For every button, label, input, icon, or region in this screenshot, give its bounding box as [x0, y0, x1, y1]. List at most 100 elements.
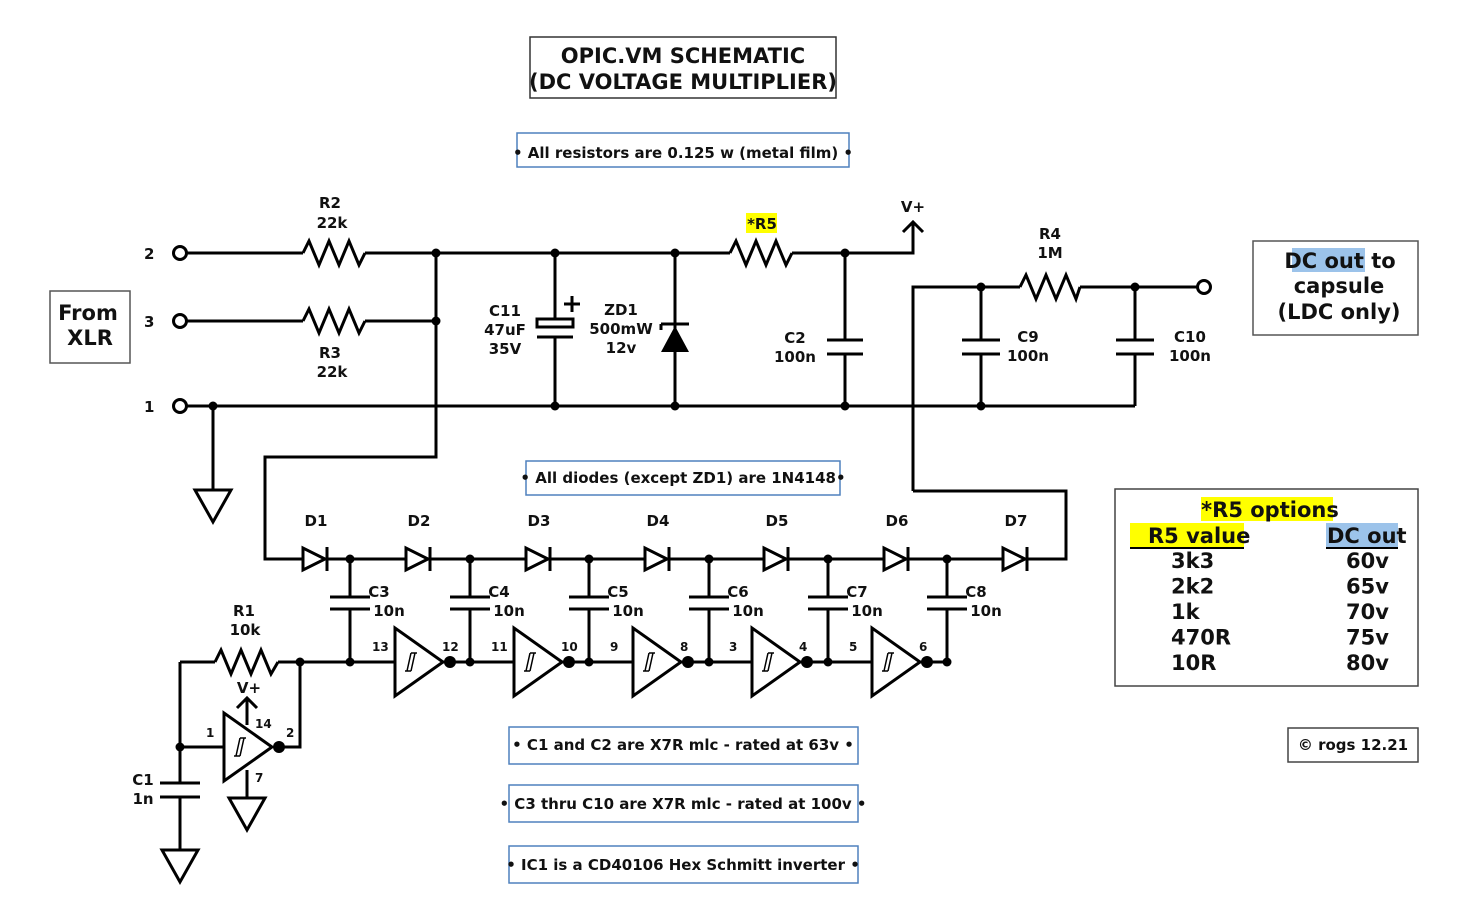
svg-text:65v: 65v	[1346, 575, 1389, 599]
svg-text:R4: R4	[1039, 225, 1061, 243]
svg-text:2k2: 2k2	[1171, 575, 1214, 599]
svg-text:C6: C6	[727, 583, 748, 601]
svg-text:22k: 22k	[317, 363, 349, 381]
zener-zd1: ZD1 500mW 12v	[589, 301, 689, 357]
diode-label: D5	[766, 512, 789, 530]
pin-1-label: 1	[144, 398, 154, 416]
svg-text:*R5: *R5	[747, 215, 777, 233]
svg-text:C8: C8	[965, 583, 986, 601]
terminal-pin-1	[172, 398, 188, 414]
svg-text:1M: 1M	[1037, 244, 1062, 262]
svg-text:10n: 10n	[970, 602, 1002, 620]
schmitt-icon	[524, 652, 536, 672]
capacitor-c10: C10 100n	[1116, 328, 1211, 365]
svg-text:13: 13	[372, 640, 389, 654]
svg-text:• C3 thru C10 are X7R mlc - ra: • C3 thru C10 are X7R mlc - rated at 100…	[500, 795, 867, 813]
svg-text:12v: 12v	[606, 339, 637, 357]
svg-text:• All diodes (except ZD1) are: • All diodes (except ZD1) are 1N4148•	[520, 469, 845, 487]
svg-text:R3: R3	[319, 344, 341, 362]
svg-text:R1: R1	[233, 602, 255, 620]
svg-text:100n: 100n	[774, 348, 816, 366]
terminal-pin-3	[172, 313, 188, 329]
svg-text:C2: C2	[784, 329, 805, 347]
xlr-pins: 2 3 1	[144, 245, 188, 416]
svg-text:• All resistors are 0.125 w (m: • All resistors are 0.125 w (metal film)…	[513, 144, 853, 162]
svg-text:From: From	[58, 301, 118, 325]
svg-text:(LDC only): (LDC only)	[1278, 300, 1401, 324]
svg-text:1k: 1k	[1171, 600, 1201, 624]
resistor-r1: R1 10k	[213, 602, 280, 678]
table-row: 2k2 65v	[1171, 575, 1389, 599]
svg-text:10k: 10k	[230, 621, 262, 639]
diode-label: D6	[886, 512, 909, 530]
vplus-label-osc: V+	[237, 679, 261, 697]
resistor-r3: R3 22k	[301, 305, 367, 381]
svg-text:3k3: 3k3	[1171, 549, 1214, 573]
svg-text:60v: 60v	[1346, 549, 1389, 573]
note-ic1: • IC1 is a CD40106 Hex Schmitt inverter …	[506, 845, 860, 884]
svg-text:8: 8	[680, 640, 688, 654]
svg-text:C11: C11	[489, 302, 521, 320]
diode-label: D2	[408, 512, 431, 530]
inverter-2: 11 10	[491, 625, 578, 699]
title-line2: (DC VOLTAGE MULTIPLIER)	[529, 70, 837, 94]
svg-text:70v: 70v	[1346, 600, 1389, 624]
pin-2-label: 2	[144, 245, 154, 263]
diode-7: D7	[1001, 512, 1029, 573]
svg-text:10: 10	[561, 640, 578, 654]
note-diodes: • All diodes (except ZD1) are 1N4148•	[520, 460, 846, 496]
svg-text:C1: C1	[132, 771, 153, 789]
diode-label: D3	[528, 512, 551, 530]
capacitor-c9: C9 100n	[962, 328, 1049, 365]
title-box: OPIC.VM SCHEMATIC (DC VOLTAGE MULTIPLIER…	[529, 36, 837, 99]
svg-text:47uF: 47uF	[484, 321, 526, 339]
svg-text:10n: 10n	[612, 602, 644, 620]
ground-icon	[159, 848, 201, 886]
schmitt-icon	[762, 652, 774, 672]
copyright-box: © rogs 12.21	[1287, 727, 1419, 763]
capacitor-c2: C2 100n	[774, 329, 863, 366]
diode-label: D7	[1005, 512, 1028, 530]
svg-text:C7: C7	[846, 583, 867, 601]
resistor-r2: R2 22k	[301, 194, 367, 269]
svg-text:capsule: capsule	[1294, 274, 1385, 298]
pin-3-label: 3	[144, 313, 154, 331]
svg-text:C4: C4	[488, 583, 509, 601]
table-row: 3k3 60v	[1171, 549, 1389, 573]
input-box: From XLR	[49, 290, 131, 364]
svg-text:75v: 75v	[1346, 626, 1389, 650]
svg-text:1: 1	[206, 726, 214, 740]
svg-text:ZD1: ZD1	[604, 301, 638, 319]
svg-text:7: 7	[255, 771, 263, 785]
schmitt-icon	[405, 652, 417, 672]
note-c1-c2: • C1 and C2 are X7R mlc - rated at 63v •	[508, 726, 859, 765]
diode-5: D5	[762, 512, 790, 573]
diode-2: D2	[404, 512, 432, 573]
svg-text:11: 11	[491, 640, 508, 654]
svg-text:10n: 10n	[851, 602, 883, 620]
terminal-pin-2	[172, 245, 188, 261]
svg-text:35V: 35V	[489, 340, 522, 358]
svg-text:• C1 and C2 are X7R mlc - rate: • C1 and C2 are X7R mlc - rated at 63v •	[512, 736, 854, 754]
svg-text:C9: C9	[1017, 328, 1038, 346]
diode-3: D3	[524, 512, 552, 573]
svg-text:10n: 10n	[732, 602, 764, 620]
svg-text:80v: 80v	[1346, 651, 1389, 675]
schmitt-icon	[234, 737, 246, 757]
svg-text:10n: 10n	[373, 602, 405, 620]
ground-symbols	[159, 488, 268, 886]
svg-text:5: 5	[849, 640, 857, 654]
table-row: 1k 70v	[1171, 600, 1389, 624]
diode-label: D1	[305, 512, 328, 530]
resistor-r5: *R5	[728, 213, 794, 269]
